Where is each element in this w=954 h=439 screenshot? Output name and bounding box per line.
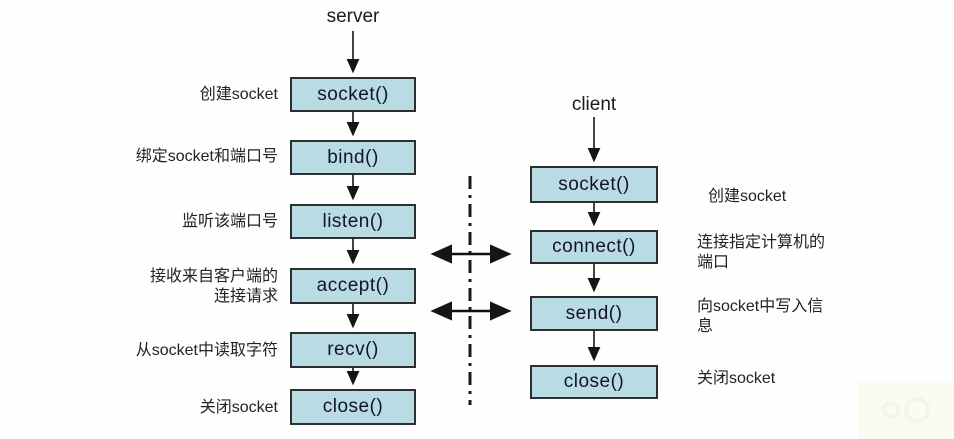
server-desc-recv: 从socket中读取字符 bbox=[135, 342, 278, 359]
client-step-socket: socket() bbox=[530, 166, 658, 203]
client-desc-send: 向socket中写入信 息 bbox=[697, 298, 824, 335]
server-column-title: server bbox=[326, 6, 380, 27]
client-step-close: close() bbox=[530, 365, 658, 399]
server-step-accept: accept() bbox=[290, 268, 416, 304]
client-desc-socket: 创建socket bbox=[708, 188, 787, 205]
client-desc-close: 关闭socket bbox=[697, 370, 776, 387]
watermark-glyph bbox=[882, 401, 900, 419]
server-step-socket: socket() bbox=[290, 77, 416, 112]
sync-double-arrows bbox=[430, 244, 512, 321]
server-step-bind: bind() bbox=[290, 140, 416, 175]
watermark-glyph bbox=[904, 397, 930, 423]
server-step-recv: recv() bbox=[290, 332, 416, 368]
server-desc-bind: 绑定socket和端口号 bbox=[135, 148, 278, 165]
server-desc-socket: 创建socket bbox=[199, 86, 278, 103]
server-step-listen: listen() bbox=[290, 204, 416, 239]
server-desc-listen: 监听该端口号 bbox=[181, 213, 278, 230]
client-step-connect: connect() bbox=[530, 230, 658, 264]
server-step-close: close() bbox=[290, 389, 416, 425]
server-desc-close: 关闭socket bbox=[199, 399, 278, 416]
client-step-send: send() bbox=[530, 296, 658, 331]
watermark-overlay bbox=[858, 381, 954, 439]
server-desc-accept: 接收来自客户端的 连接请求 bbox=[149, 268, 278, 305]
client-desc-connect: 连接指定计算机的 端口 bbox=[697, 234, 826, 271]
client-column-title: client bbox=[571, 94, 617, 115]
